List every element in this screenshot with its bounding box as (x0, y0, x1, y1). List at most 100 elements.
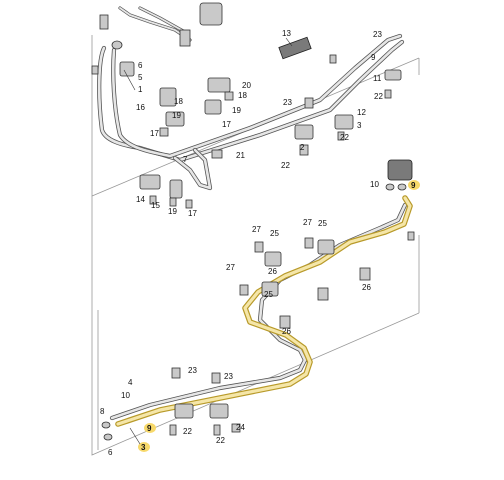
label-9: 9 (371, 53, 376, 62)
nut-part (231, 423, 241, 433)
label-25b: 25 (318, 219, 327, 228)
label-10: 10 (370, 180, 379, 189)
bolt-part (149, 195, 157, 205)
clip-part (119, 61, 135, 77)
bracket-part (139, 174, 161, 190)
label-8: 8 (100, 407, 105, 416)
bolt-part (384, 89, 392, 99)
label-4: 4 (128, 378, 133, 387)
label-7: 7 (183, 155, 188, 164)
highlight-marker (138, 442, 150, 452)
bolt-part (211, 149, 223, 159)
label-25c: 25 (264, 290, 273, 299)
label-10b: 10 (121, 391, 130, 400)
bolt-part (159, 127, 169, 137)
o-ring (385, 183, 395, 191)
bolt-part (337, 131, 345, 141)
label-24: 24 (236, 423, 245, 432)
label-27c: 27 (226, 263, 235, 272)
bolt-part (254, 241, 264, 253)
o-ring (111, 40, 123, 50)
o-ring (397, 183, 407, 191)
highlight-marker (144, 423, 156, 433)
label-1: 1 (138, 85, 143, 94)
bolt-part (299, 144, 309, 156)
clamp-part (207, 77, 231, 93)
bolt-part (169, 197, 177, 207)
bolt-part (359, 267, 371, 281)
clamp-part (165, 111, 185, 127)
connector-part (99, 14, 109, 30)
label-20: 20 (242, 81, 251, 90)
bracket-part (159, 87, 177, 107)
label-21: 21 (236, 151, 245, 160)
clamp-part (264, 251, 282, 267)
label-6: 6 (138, 61, 143, 70)
label-12: 12 (357, 108, 366, 117)
label-19: 19 (232, 106, 241, 115)
label-9-lower: 9 (147, 424, 152, 433)
clamp-part (294, 124, 314, 140)
bolt-part (171, 367, 181, 379)
label-17b: 17 (150, 129, 159, 138)
expansion-valve (387, 159, 413, 181)
bolt-part (213, 424, 221, 436)
clamp-part (204, 99, 222, 115)
label-17: 17 (222, 120, 231, 129)
bolt-part (329, 54, 337, 64)
bolt-part (91, 65, 99, 75)
clamp-part (174, 403, 194, 419)
label-23c: 23 (224, 372, 233, 381)
label-22b: 22 (340, 133, 349, 142)
lower-small-parts (101, 231, 415, 441)
label-14: 14 (136, 195, 145, 204)
label-16: 16 (136, 103, 145, 112)
clamp-part (209, 403, 229, 419)
bolt-part (239, 284, 249, 296)
part-labels: 13 23 9 6 5 1 20 18 18 19 16 19 17 17 21… (100, 29, 420, 457)
label-26c: 26 (282, 327, 291, 336)
label-15: 15 (151, 201, 160, 210)
connector-part (179, 29, 191, 47)
bolt-part (304, 237, 314, 249)
label-5: 5 (138, 73, 143, 82)
label-23: 23 (373, 30, 382, 39)
label-26b: 26 (362, 283, 371, 292)
label-17c: 17 (188, 209, 197, 218)
label-11: 11 (373, 74, 382, 83)
label-2: 2 (300, 143, 305, 152)
label-9-highlight: 9 (411, 181, 416, 190)
label-6b: 6 (108, 448, 113, 457)
bolt-part (211, 372, 221, 384)
highlight-marker (408, 180, 420, 190)
label-27b: 27 (303, 218, 312, 227)
nut-part (224, 91, 234, 101)
clamp-part (317, 239, 335, 255)
label-22a: 22 (183, 427, 192, 436)
o-ring (103, 433, 113, 441)
label-3: 3 (357, 121, 362, 130)
bolt-part (169, 424, 177, 436)
label-19c: 19 (168, 207, 177, 216)
seal-strip (278, 36, 312, 60)
upper-small-parts (91, 2, 413, 209)
bolt-part (279, 315, 291, 329)
upper-pipe-assembly (97, 6, 405, 191)
bolt-part (185, 199, 193, 209)
valve-block (199, 2, 223, 26)
label-13: 13 (282, 29, 291, 38)
o-ring (101, 421, 111, 429)
label-25a: 25 (270, 229, 279, 238)
label-27a: 27 (252, 225, 261, 234)
label-18: 18 (238, 91, 247, 100)
label-22c: 22 (281, 161, 290, 170)
clamp-part (334, 114, 354, 130)
label-19b: 19 (172, 111, 181, 120)
label-26a: 26 (268, 267, 277, 276)
clamp-part (384, 69, 402, 81)
bolt-part (407, 231, 415, 241)
label-18b: 18 (174, 97, 183, 106)
label-23b: 23 (283, 98, 292, 107)
label-3-lower: 3 (141, 443, 146, 452)
